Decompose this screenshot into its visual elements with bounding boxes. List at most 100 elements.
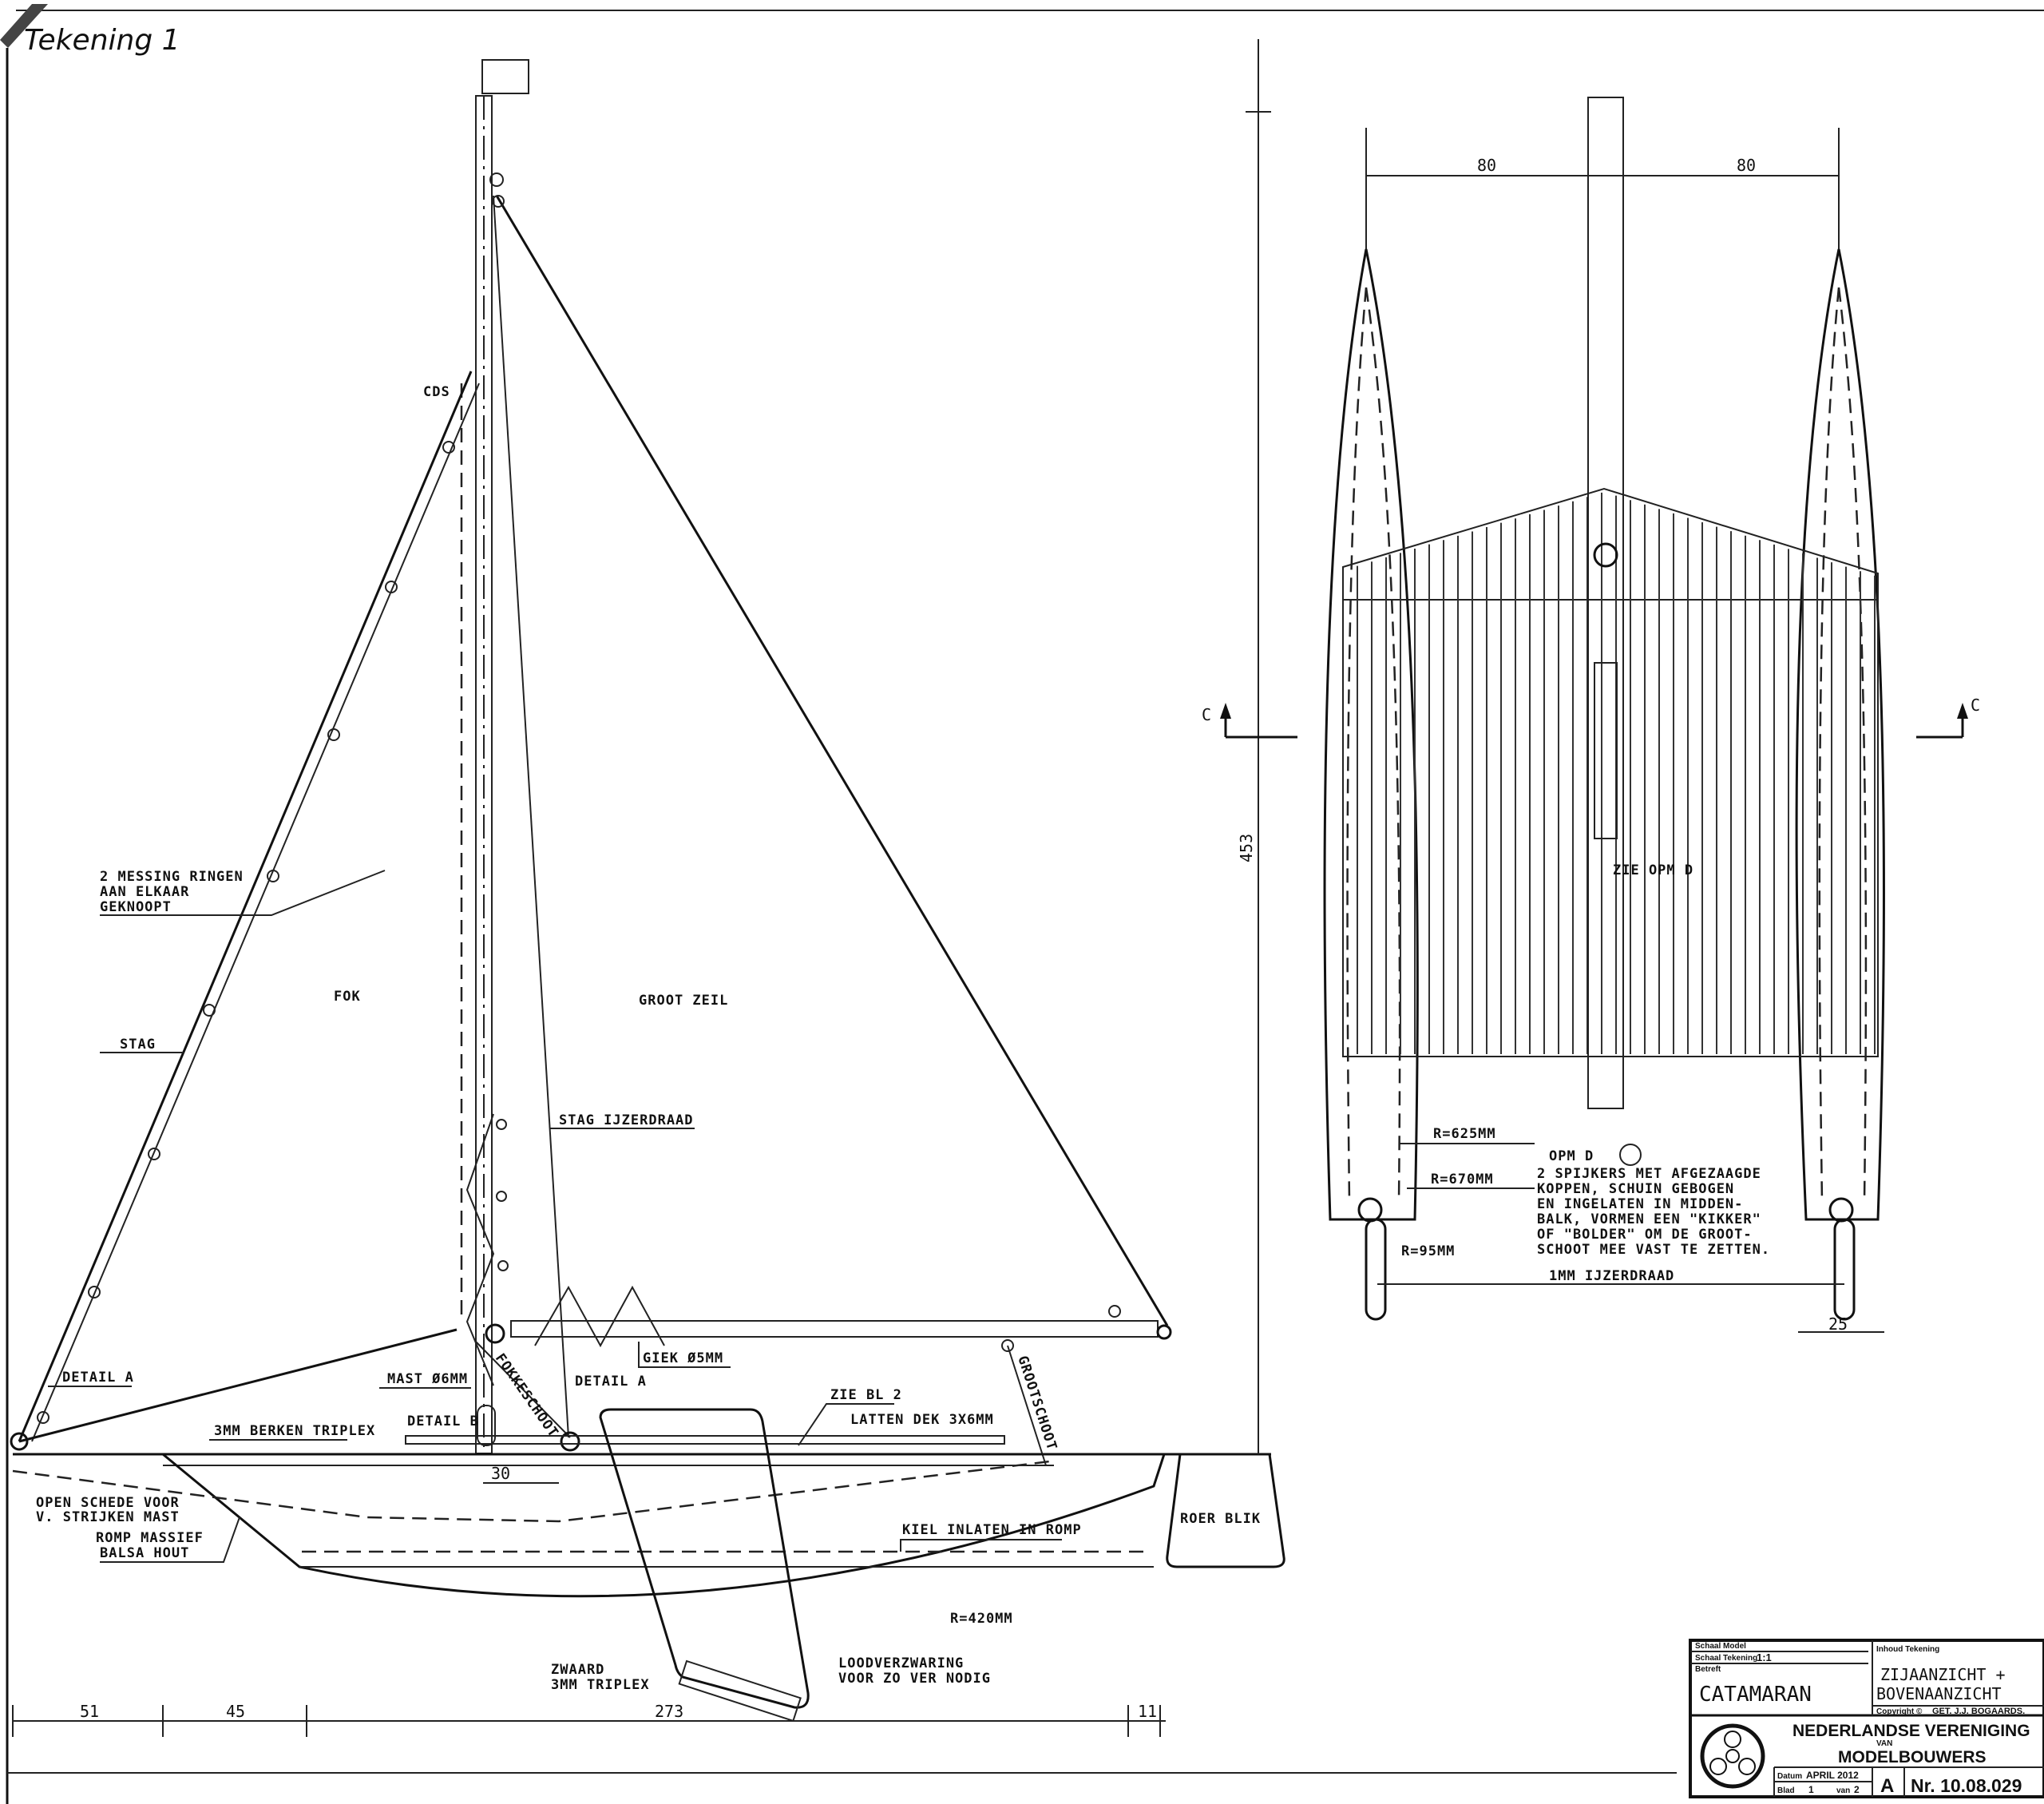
- left-hull-inner: [1346, 287, 1401, 1203]
- label-giek: GIEK Ø5MM: [643, 1350, 723, 1366]
- label-open-schede-1: OPEN SCHEDE VOOR: [36, 1495, 180, 1511]
- label-lood-2: VOOR ZO VER NODIG: [838, 1671, 991, 1687]
- hull-sheer-dashed: [12, 1460, 1051, 1523]
- jib-sheet: [475, 1341, 571, 1438]
- label-radius-bottom: R=420MM: [950, 1611, 1013, 1627]
- dimension-25: 25: [1828, 1314, 1848, 1334]
- side-view: 51 45 273 11 453 30 CDS 2 MESSING RINGEN…: [10, 39, 1285, 1737]
- tb-inhoud-1: ZIJAANZICHT +: [1880, 1665, 2006, 1684]
- label-detail-b: DETAIL B: [407, 1413, 479, 1429]
- label-kiel: KIEL INLATEN IN ROMP: [902, 1522, 1082, 1538]
- title-block: Schaal Model Schaal Tekening 1:1 Betreft…: [1689, 1639, 2044, 1798]
- section-label-right: C: [1971, 696, 1980, 715]
- label-ijzerdraad: 1MM IJZERDRAAD: [1549, 1268, 1674, 1284]
- sheet-title: Tekening 1: [24, 24, 180, 57]
- beam-triplex: [405, 1435, 1005, 1445]
- tb-org-3: MODELBOUWERS: [1838, 1748, 1987, 1766]
- lacing-ring: [496, 1191, 507, 1202]
- right-rudder: [1833, 1218, 1856, 1321]
- label-r670: R=670MM: [1431, 1172, 1494, 1187]
- main-sheet: [1007, 1345, 1047, 1466]
- boom-end-ring: [1108, 1305, 1121, 1318]
- label-detail-a-mast: DETAIL A: [575, 1374, 647, 1390]
- forestay: [18, 371, 473, 1442]
- label-detail-a-bow: DETAIL A: [62, 1370, 134, 1386]
- forestay-rings: [37, 441, 455, 1424]
- jib-foot: [18, 1328, 458, 1443]
- tb-org-1: NEDERLANDSE VERENIGING: [1792, 1722, 2030, 1740]
- label-stag-ijzerdraad: STAG IJZERDRAAD: [559, 1112, 694, 1128]
- tb-schaal-model-label: Schaal Model: [1695, 1642, 1746, 1651]
- label-rings-1: 2 MESSING RINGEN: [100, 869, 244, 885]
- sail-lacing: [465, 1113, 495, 1386]
- deck-slats: [1357, 492, 1876, 1054]
- tb-copyright: GET. J.J. BOGAARDS.: [1932, 1707, 2025, 1716]
- label-zwaard-1: ZWAARD: [551, 1662, 604, 1678]
- dimension-45: 45: [226, 1702, 245, 1721]
- tb-betreft-label: Betreft: [1695, 1665, 1721, 1674]
- side-view-labels: CDS 2 MESSING RINGEN AAN ELKAAR GEKNOOPT…: [36, 384, 1261, 1693]
- opm-line: OF "BOLDER" OM DE GROOT-: [1537, 1227, 1753, 1243]
- mast-top-vane: [481, 59, 529, 94]
- centerboard-lead: [678, 1659, 802, 1723]
- right-hull-inner: [1818, 287, 1868, 1203]
- mast-hole: [1593, 542, 1618, 568]
- tb-inhoud-label: Inhoud Tekening: [1876, 1645, 1939, 1654]
- label-triplex: 3MM BERKEN TRIPLEX: [214, 1423, 375, 1439]
- masthead-block-2: [492, 195, 505, 208]
- right-rudder-pivot: [1828, 1197, 1854, 1223]
- label-latten-dek: LATTEN DEK 3X6MM: [850, 1412, 994, 1428]
- label-zie-bl2: ZIE BL 2: [830, 1387, 902, 1403]
- tb-betreft: CATAMARAN: [1699, 1683, 1812, 1707]
- bow-fitting: [10, 1432, 29, 1451]
- tb-van: 2: [1854, 1784, 1860, 1795]
- label-roer: ROER BLIK: [1180, 1511, 1261, 1527]
- tb-datum-label: Datum: [1777, 1772, 1802, 1781]
- left-rudder-pivot: [1357, 1197, 1383, 1223]
- clew-ring: [1156, 1324, 1172, 1340]
- dimension-80-right: 80: [1737, 156, 1756, 175]
- main-sheet-block: [1001, 1339, 1014, 1352]
- label-zwaard-2: 3MM TRIPLEX: [551, 1677, 650, 1693]
- section-arrow-left: C: [1202, 703, 1297, 739]
- label-romp-2: BALSA HOUT: [100, 1545, 189, 1561]
- center-beam: [1587, 97, 1624, 1109]
- leader-romp: [100, 1517, 240, 1563]
- centerboard: [599, 1408, 810, 1709]
- leader-rings: [100, 870, 386, 916]
- label-lood-1: LOODVERZWARING: [838, 1655, 964, 1671]
- mainsail-luff: [493, 195, 569, 1438]
- masthead-block: [489, 172, 504, 187]
- label-mast: MAST Ø6MM: [387, 1371, 468, 1387]
- opm-line: EN INGELATEN IN MIDDEN-: [1537, 1196, 1743, 1212]
- dimension-273: 273: [655, 1702, 683, 1721]
- mast-step: [477, 1405, 496, 1446]
- label-grootzeil: GROOT ZEIL: [639, 993, 728, 1009]
- label-cds: CDS: [423, 384, 450, 400]
- hull-outline: [162, 1453, 1166, 1598]
- jib-sheet-block: [560, 1431, 580, 1452]
- label-opm-title: OPM D: [1549, 1148, 1594, 1164]
- nvm-logo: [1700, 1723, 1765, 1789]
- tb-blad-label: Blad: [1777, 1786, 1795, 1795]
- centerboard-slot: [1594, 662, 1618, 839]
- opm-line: KOPPEN, SCHUIN GEBOGEN: [1537, 1181, 1734, 1197]
- tb-blad: 1: [1808, 1784, 1814, 1795]
- leader-zie-bl2: [798, 1403, 894, 1446]
- tb-schaal-tekening: 1:1: [1757, 1651, 1772, 1663]
- tb-datum: APRIL 2012: [1806, 1770, 1859, 1781]
- label-rings-3: GEKNOOPT: [100, 899, 172, 915]
- boom-lacing: [534, 1285, 665, 1348]
- tb-copyright-label: Copyright ©: [1876, 1707, 1923, 1716]
- label-fokkeschoot: FOKKESCHOOT: [492, 1350, 561, 1441]
- tb-org-2: VAN: [1876, 1739, 1892, 1748]
- tb-schaal-tekening-label: Schaal Tekening: [1695, 1654, 1757, 1663]
- forestay-inner: [31, 383, 480, 1442]
- opm-circle: [1619, 1144, 1642, 1166]
- label-stag: STAG: [120, 1037, 156, 1053]
- right-hull: [1795, 248, 1885, 1221]
- lacing-ring: [497, 1260, 509, 1271]
- opm-line: BALK, VORMEN EEN "KIKKER": [1537, 1211, 1761, 1227]
- opm-line: SCHOOT MEE VAST TE ZETTEN.: [1537, 1242, 1770, 1258]
